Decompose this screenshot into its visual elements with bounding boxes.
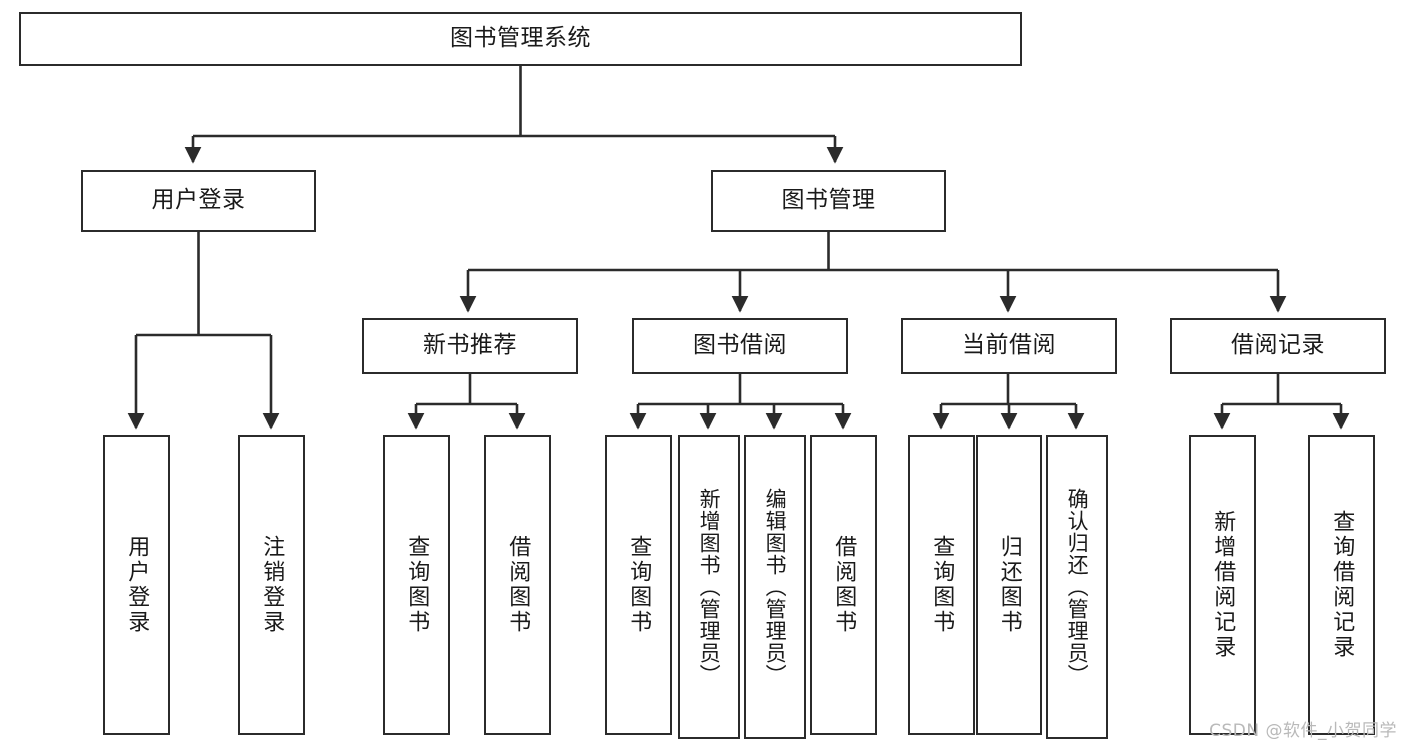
node-leaf-borrow-book-recommend[interactable]: 借阅图书 bbox=[484, 435, 551, 735]
node-label: 查询图书 bbox=[626, 535, 652, 635]
node-book-manage-module[interactable]: 图书管理 bbox=[711, 170, 946, 232]
node-leaf-add-book-admin[interactable]: 新增图书（管理员） bbox=[678, 435, 740, 739]
node-leaf-user-logout[interactable]: 注销登录 bbox=[238, 435, 305, 735]
node-user-login-module[interactable]: 用户登录 bbox=[81, 170, 316, 232]
node-leaf-edit-book-admin[interactable]: 编辑图书（管理员） bbox=[744, 435, 806, 739]
node-current-borrow[interactable]: 当前借阅 bbox=[901, 318, 1117, 374]
node-label: 用户登录 bbox=[151, 187, 246, 214]
node-label: 查询借阅记录 bbox=[1329, 510, 1355, 660]
node-label: 借阅记录 bbox=[1231, 332, 1325, 359]
node-label: 当前借阅 bbox=[962, 332, 1056, 359]
node-new-book-recommend[interactable]: 新书推荐 bbox=[362, 318, 578, 374]
node-label: 归还图书 bbox=[996, 535, 1022, 635]
csdn-watermark: CSDN @软件_小贺同学 bbox=[1209, 721, 1397, 741]
node-label: 新书推荐 bbox=[423, 332, 517, 359]
node-leaf-borrow-book-borrow[interactable]: 借阅图书 bbox=[810, 435, 877, 735]
node-label: 注销登录 bbox=[259, 535, 285, 635]
node-label: 借阅图书 bbox=[505, 535, 531, 635]
node-label: 图书管理 bbox=[781, 187, 876, 214]
node-leaf-query-book-current[interactable]: 查询图书 bbox=[908, 435, 975, 735]
node-leaf-user-login[interactable]: 用户登录 bbox=[103, 435, 170, 735]
node-label: 编辑图书（管理员） bbox=[763, 488, 788, 686]
node-label: 图书借阅 bbox=[693, 332, 787, 359]
node-label: 图书管理系统 bbox=[450, 25, 591, 52]
node-root-system[interactable]: 图书管理系统 bbox=[19, 12, 1022, 66]
node-leaf-add-borrow-record[interactable]: 新增借阅记录 bbox=[1189, 435, 1256, 735]
node-label: 新增图书（管理员） bbox=[697, 488, 722, 686]
node-label: 用户登录 bbox=[124, 535, 150, 635]
node-leaf-query-borrow-record[interactable]: 查询借阅记录 bbox=[1308, 435, 1375, 735]
node-leaf-query-book-borrow[interactable]: 查询图书 bbox=[605, 435, 672, 735]
node-leaf-return-book[interactable]: 归还图书 bbox=[976, 435, 1042, 735]
node-book-borrow[interactable]: 图书借阅 bbox=[632, 318, 848, 374]
node-leaf-query-book-recommend[interactable]: 查询图书 bbox=[383, 435, 450, 735]
node-label: 新增借阅记录 bbox=[1210, 510, 1236, 660]
node-label: 借阅图书 bbox=[831, 535, 857, 635]
node-label: 查询图书 bbox=[404, 535, 430, 635]
node-borrow-record[interactable]: 借阅记录 bbox=[1170, 318, 1386, 374]
node-leaf-confirm-return-admin[interactable]: 确认归还（管理员） bbox=[1046, 435, 1108, 739]
node-label: 确认归还（管理员） bbox=[1065, 488, 1090, 686]
node-label: 查询图书 bbox=[929, 535, 955, 635]
